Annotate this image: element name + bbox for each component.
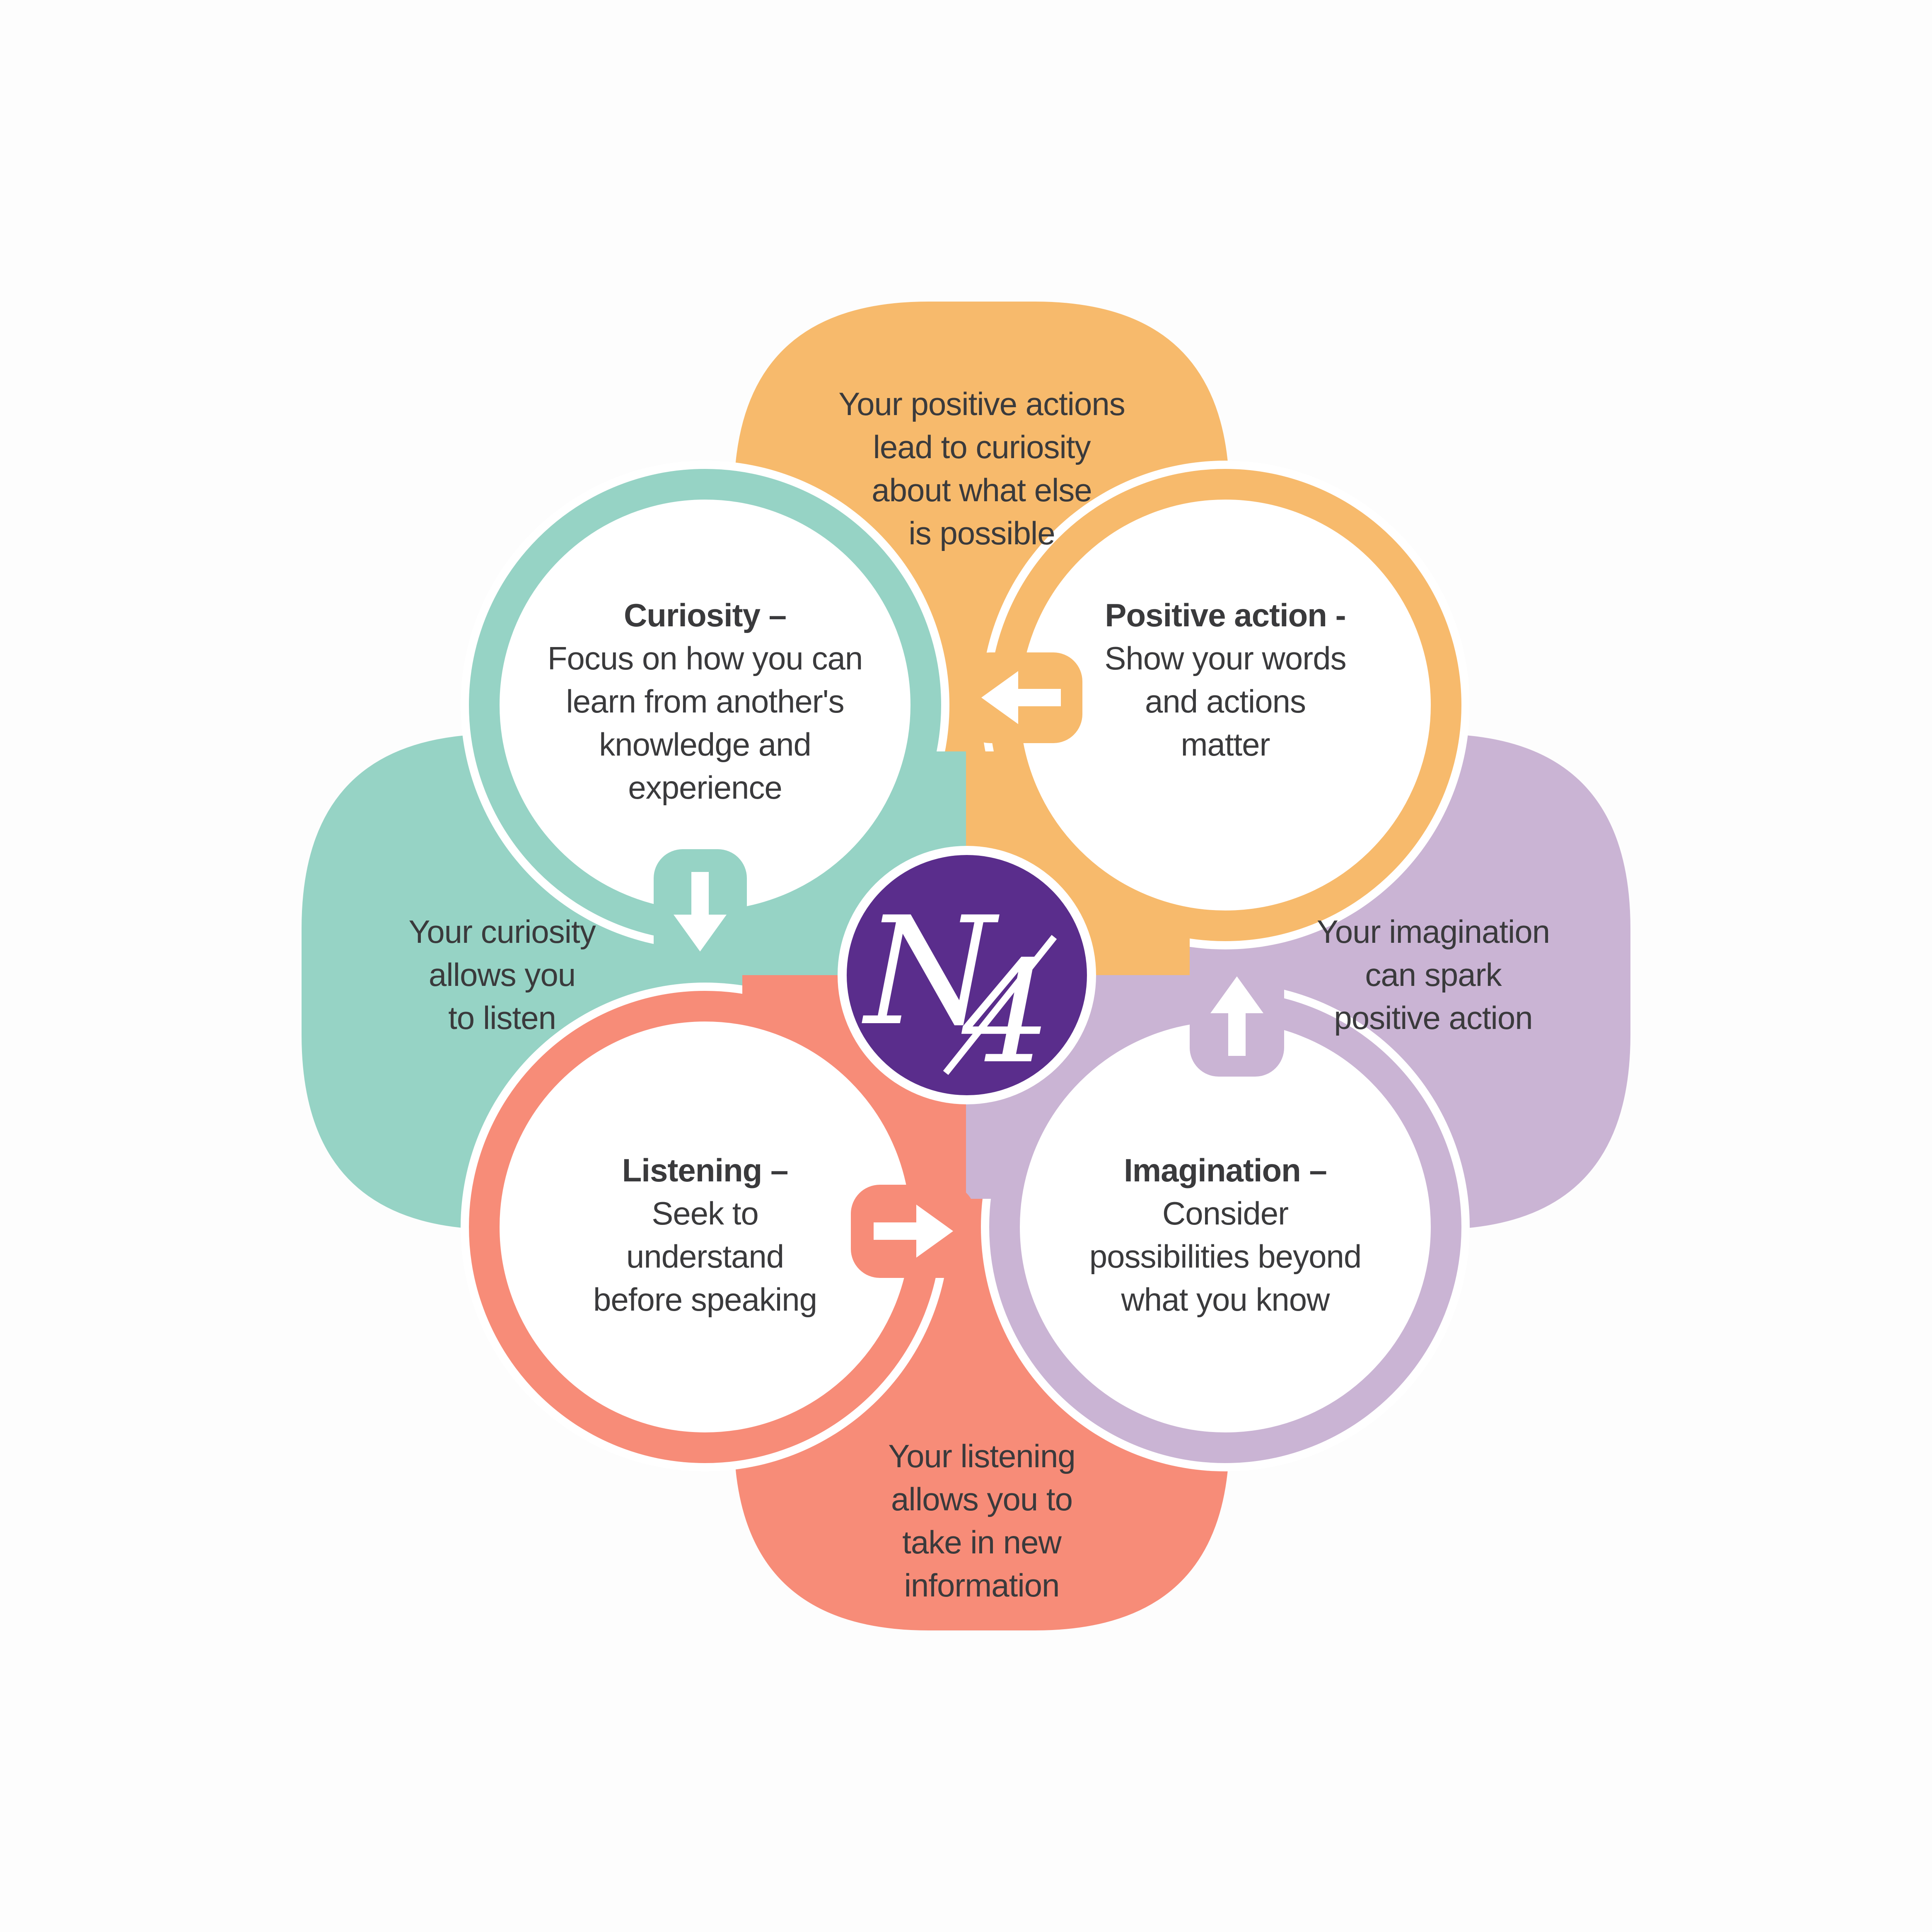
- circle-body-line: understand: [626, 1238, 784, 1275]
- petal-caption-line: is possible: [908, 515, 1055, 551]
- circle-body-line: Show your words: [1104, 640, 1346, 676]
- imagination-circle-text: Imagination – Consider possibilities bey…: [1089, 1152, 1362, 1318]
- curiosity-circle-text: Curiosity – Focus on how you can learn f…: [548, 597, 863, 806]
- arrow-badge-positive-action-to-curiosity: [961, 652, 1082, 743]
- petal-caption-line: take in new: [902, 1524, 1062, 1560]
- circle-body-line: knowledge and: [599, 726, 811, 763]
- petal-bottom-caption: Your listening allows you to take in new…: [888, 1438, 1075, 1604]
- arrow-badge-imagination-to-positive-action: [1190, 956, 1284, 1077]
- petal-caption-line: Your imagination: [1317, 913, 1550, 950]
- center-logo-badge: N 4: [838, 846, 1096, 1104]
- circle-title: Positive action -: [1105, 597, 1345, 633]
- circle-body-line: experience: [628, 769, 782, 806]
- listening-circle-text: Listening – Seek to understand before sp…: [593, 1152, 817, 1318]
- petal-caption-line: allows you: [429, 956, 575, 993]
- circle-body-line: possibilities beyond: [1089, 1238, 1361, 1275]
- petal-caption-line: Your listening: [888, 1438, 1075, 1474]
- logo-disc: [847, 855, 1087, 1095]
- circle-body-line: Focus on how you can: [548, 640, 862, 676]
- logo-slash: [943, 935, 1057, 1075]
- petal-caption-line: Your positive actions: [838, 386, 1125, 422]
- circle-body-line: and actions: [1145, 683, 1306, 720]
- petal-top-caption: Your positive actions lead to curiosity …: [838, 386, 1125, 551]
- up-arrow-icon: [1210, 976, 1263, 1056]
- petal-caption-line: Your curiosity: [408, 913, 596, 950]
- petal-caption-line: information: [904, 1567, 1060, 1604]
- arrow-badge-listening-to-imagination: [851, 1185, 975, 1278]
- petal-left-caption: Your curiosity allows you to listen: [408, 913, 596, 1036]
- petal-caption-line: allows you to: [891, 1481, 1072, 1517]
- circle-body-line: before speaking: [593, 1281, 817, 1318]
- petal-caption-line: can spark: [1365, 956, 1502, 993]
- circle-title: Listening –: [622, 1152, 788, 1188]
- circle-title: Imagination –: [1124, 1152, 1327, 1188]
- down-arrow-icon: [674, 872, 727, 952]
- petal-caption-line: lead to curiosity: [873, 429, 1091, 465]
- circle-body-line: Consider: [1162, 1195, 1288, 1232]
- right-arrow-icon: [874, 1205, 953, 1258]
- petal-caption-line: positive action: [1334, 1000, 1532, 1036]
- circle-body-line: matter: [1181, 726, 1270, 763]
- circle-body-line: what you know: [1121, 1281, 1331, 1318]
- petal-right-caption: Your imagination can spark positive acti…: [1317, 913, 1550, 1036]
- circle-body-line: Seek to: [652, 1195, 758, 1232]
- circle-title: Curiosity –: [624, 597, 786, 633]
- circle-body-line: learn from another's: [566, 683, 844, 720]
- arrow-badge-curiosity-to-listening: [654, 849, 747, 973]
- petal-caption-line: about what else: [872, 472, 1092, 508]
- left-arrow-icon: [981, 671, 1061, 724]
- petal-caption-line: to listen: [448, 1000, 556, 1036]
- positive-action-circle-text: Positive action - Show your words and ac…: [1104, 597, 1346, 763]
